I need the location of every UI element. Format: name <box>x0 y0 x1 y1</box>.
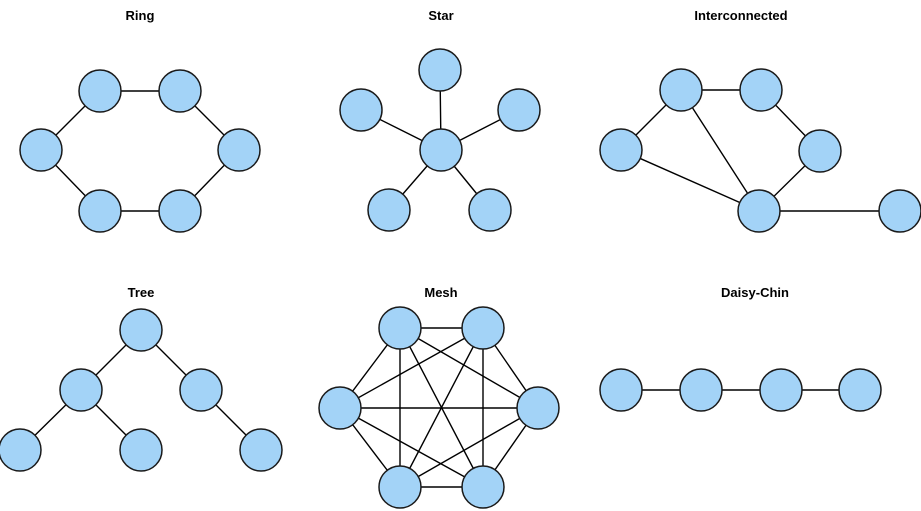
node[interactable] <box>838 368 882 412</box>
topology-panel-tree: Tree <box>0 285 283 472</box>
node[interactable] <box>378 306 422 350</box>
node[interactable] <box>759 368 803 412</box>
nodes-daisy-chain <box>599 368 882 412</box>
topology-panel-interconnected: Interconnected <box>599 8 921 233</box>
node[interactable] <box>318 386 362 430</box>
node[interactable] <box>378 465 422 509</box>
edge <box>399 407 539 488</box>
node[interactable] <box>659 68 703 112</box>
edge <box>339 407 484 488</box>
node[interactable] <box>461 306 505 350</box>
node[interactable] <box>339 88 383 132</box>
node[interactable] <box>878 189 921 233</box>
panel-title-interconnected: Interconnected <box>694 8 787 23</box>
edge <box>680 89 760 212</box>
panel-title-tree: Tree <box>128 285 155 300</box>
node[interactable] <box>239 428 283 472</box>
panel-title-daisy-chain: Daisy-Chin <box>721 285 789 300</box>
node[interactable] <box>158 69 202 113</box>
nodes-tree <box>0 308 283 472</box>
node[interactable] <box>497 88 541 132</box>
node[interactable] <box>119 308 163 352</box>
nodes-interconnected <box>599 68 921 233</box>
nodes-mesh <box>318 306 560 509</box>
node[interactable] <box>367 188 411 232</box>
node[interactable] <box>737 189 781 233</box>
node[interactable] <box>0 428 42 472</box>
node[interactable] <box>419 128 463 172</box>
node[interactable] <box>516 386 560 430</box>
node[interactable] <box>679 368 723 412</box>
edge <box>339 327 484 409</box>
node[interactable] <box>461 465 505 509</box>
node[interactable] <box>468 188 512 232</box>
topology-panel-mesh: Mesh <box>318 285 560 509</box>
topology-panel-ring: Ring <box>19 8 261 233</box>
panel-title-mesh: Mesh <box>424 285 457 300</box>
edges-mesh <box>339 327 539 488</box>
topology-panel-daisy-chain: Daisy-Chin <box>599 285 882 412</box>
node[interactable] <box>739 68 783 112</box>
nodes-star <box>339 48 541 232</box>
node[interactable] <box>179 368 223 412</box>
panel-title-star: Star <box>428 8 453 23</box>
topology-panel-star: Star <box>339 8 541 232</box>
node[interactable] <box>158 189 202 233</box>
node[interactable] <box>59 368 103 412</box>
node[interactable] <box>19 128 63 172</box>
node[interactable] <box>599 128 643 172</box>
edge <box>399 327 539 409</box>
node[interactable] <box>798 129 842 173</box>
nodes-ring <box>19 69 261 233</box>
node[interactable] <box>78 69 122 113</box>
node[interactable] <box>119 428 163 472</box>
node[interactable] <box>217 128 261 172</box>
node[interactable] <box>78 189 122 233</box>
panel-title-ring: Ring <box>126 8 155 23</box>
node[interactable] <box>599 368 643 412</box>
edge <box>620 149 760 212</box>
node[interactable] <box>418 48 462 92</box>
